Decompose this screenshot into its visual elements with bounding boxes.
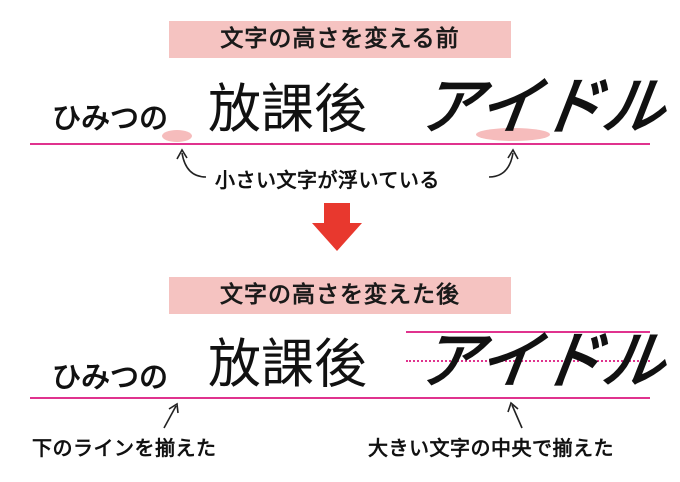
note-left-after: 下のラインを揃えた xyxy=(32,436,217,460)
baseline-after xyxy=(30,397,650,399)
note-right-after: 大きい文字の中央で揃えた xyxy=(368,436,614,460)
pointer-arrow-left xyxy=(163,402,179,429)
title-large-after: アイドル xyxy=(414,324,671,397)
note-before: 小さい文字が浮いている xyxy=(215,168,440,192)
guide-top-after xyxy=(406,331,650,333)
title-small-before: ひみつの xyxy=(52,101,169,135)
title-mid-before: 放課後 xyxy=(208,79,367,140)
title-mid-after: 放課後 xyxy=(208,334,367,395)
floating-highlight-right xyxy=(476,128,550,141)
baseline-before xyxy=(30,143,650,145)
after-label: 文字の高さを変えた後 xyxy=(169,277,511,314)
title-small-after: ひみつの xyxy=(52,360,169,394)
before-label: 文字の高さを変える前 xyxy=(169,21,511,58)
curved-arrow-left xyxy=(176,148,207,178)
pointer-arrow-right xyxy=(507,401,523,429)
down-arrow-icon xyxy=(312,203,362,251)
floating-highlight-left xyxy=(162,130,192,142)
guide-center-after xyxy=(406,360,650,362)
curved-arrow-right xyxy=(488,148,519,178)
title-large-before: アイドル xyxy=(414,70,671,143)
